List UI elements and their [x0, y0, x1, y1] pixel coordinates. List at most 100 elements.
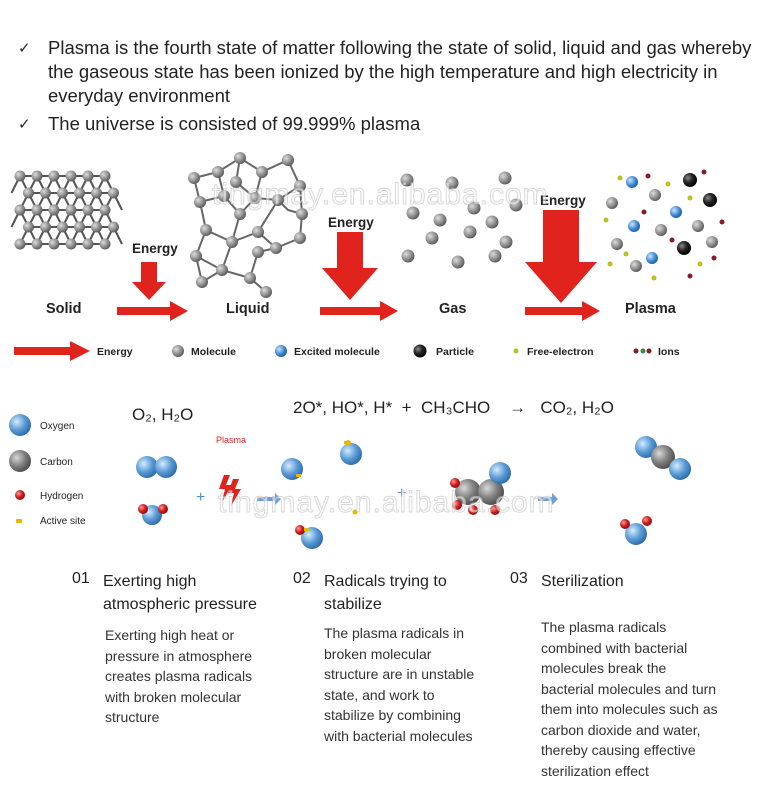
plasma-particle [606, 197, 618, 209]
solid-molecule [57, 221, 68, 233]
bullet-text: Plasma is the fourth state of matter fol… [48, 37, 752, 106]
liquid-molecule [212, 166, 224, 178]
solid-molecule [57, 187, 68, 199]
plasma-electron-or-ion [623, 251, 629, 257]
acetaldehyde-molecule [450, 462, 511, 515]
energy-label-1: Energy [132, 241, 178, 256]
step-description: Exerting high heat or pressure in atmosp… [105, 625, 252, 728]
product-water-molecule [620, 516, 652, 545]
plus-sign-2: + [397, 485, 406, 502]
desc-line: The plasma radicals in [324, 625, 465, 641]
gas-molecule [509, 198, 523, 212]
gas-molecule [488, 249, 502, 263]
plasma-electron-or-ion [701, 169, 707, 175]
solid-molecule [91, 221, 102, 233]
watermark-bottom: tingmay.en.alibaba.com [218, 486, 555, 520]
solid-molecule [48, 170, 60, 182]
o2-molecule [136, 456, 177, 478]
legend-oxygen-label: Oxygen [40, 421, 74, 432]
liquid-molecule [234, 152, 246, 164]
solid-molecule [74, 221, 85, 233]
liquid-molecule [252, 246, 264, 258]
step-title-line-1: Exerting high [103, 573, 197, 590]
legend-free-electron-icon [513, 348, 519, 354]
gas-molecule [499, 235, 513, 249]
liquid-network [188, 152, 308, 298]
solid-molecule [14, 238, 26, 250]
state-label-gas: Gas [439, 301, 466, 317]
energy-label-3: Energy [540, 193, 586, 208]
liquid-molecule [196, 276, 208, 288]
plasma-electron-or-ion [687, 273, 693, 279]
plasma-electron-or-ion [687, 195, 693, 201]
gas-molecule [498, 171, 512, 185]
legend-active-site-label: Active site [40, 516, 86, 527]
energy-right-arrow-2 [320, 301, 398, 321]
liquid-molecule [294, 232, 306, 244]
solid-molecule [82, 238, 94, 250]
step-title-line-2: stabilize [324, 596, 382, 613]
step-title-line-2: atmospheric pressure [103, 596, 257, 613]
legend-ions-icon [633, 348, 652, 354]
gas-molecule [445, 176, 459, 190]
gas-molecule [400, 173, 414, 187]
desc-line: with broken molecular [105, 688, 242, 705]
liquid-molecule [230, 176, 242, 188]
liquid-molecule [252, 226, 264, 238]
solid-molecule [65, 204, 77, 216]
desc-line: structure are in unstable [324, 666, 475, 682]
liquid-molecule [282, 154, 294, 166]
radical-oxygen [281, 458, 303, 480]
solid-molecule [99, 204, 111, 216]
step-02: 02 Radicals trying to stabilize The plas… [293, 570, 503, 770]
states-of-matter-diagram: Energy Energy Energy Solid Liquid Gas Pl… [10, 152, 725, 361]
gas-molecule [463, 225, 477, 239]
legend-ions-label: Ions [658, 346, 680, 358]
solid-molecule [65, 170, 77, 182]
desc-line: state, and work to [324, 686, 435, 703]
step-title-line-1: Radicals trying to [324, 573, 447, 590]
energy-label-2: Energy [328, 215, 374, 230]
plasma-electron-or-ion [607, 261, 613, 267]
active-site-icon [16, 519, 22, 523]
plasma-electron-or-ion [719, 219, 725, 225]
bullet-plasma-definition: ✓ Plasma is the fourth state of matter f… [18, 36, 773, 108]
plasma-particle [703, 193, 717, 207]
liquid-molecule [260, 286, 272, 298]
gas-molecules [400, 171, 523, 269]
energy-down-arrow-medium [322, 232, 378, 300]
step-description: The plasma radicals combined with bacter… [541, 617, 718, 781]
plasma-electron-or-ion [669, 237, 675, 243]
liquid-molecule [226, 236, 238, 248]
plasma-electron-or-ion [651, 275, 657, 281]
solid-molecule [48, 238, 60, 250]
liquid-molecule [256, 166, 268, 178]
energy-right-arrow-3 [525, 301, 600, 321]
plasma-particle [655, 224, 667, 236]
radical-hydroxyl [340, 440, 362, 465]
plasma-particle [692, 220, 704, 232]
step-title-line-1: Sterilization [541, 573, 624, 590]
step-03: 03 Sterilization The plasma radicals com… [510, 570, 770, 785]
hydrogen-icon [15, 490, 25, 500]
bullet-text: The universe is consisted of 99.999% pla… [48, 113, 421, 134]
energy-down-arrow-large [525, 210, 597, 303]
solid-molecule [31, 238, 43, 250]
legend-excited-label: Excited molecule [294, 346, 380, 358]
legend-particle-icon [413, 344, 427, 358]
legend-particle-label: Particle [436, 346, 474, 358]
gas-molecule [467, 201, 481, 215]
gas-molecule [433, 213, 447, 227]
gas-molecule [401, 249, 415, 263]
check-mark-icon: ✓ [18, 115, 31, 133]
legend-free-electron-label: Free-electron [527, 346, 594, 358]
desc-line: combined with bacterial [541, 639, 688, 656]
legend-energy-label: Energy [97, 346, 133, 358]
radical-small [352, 509, 358, 515]
state-label-plasma: Plasma [625, 301, 677, 317]
solid-molecule [65, 238, 77, 250]
plasma-electron-or-ion [697, 261, 703, 267]
legend-side: Oxygen Carbon Hydrogen Active site [9, 414, 86, 527]
watermark-top: tingmay.en.alibaba.com [212, 178, 549, 212]
desc-line: them into molecules such as [541, 701, 718, 717]
